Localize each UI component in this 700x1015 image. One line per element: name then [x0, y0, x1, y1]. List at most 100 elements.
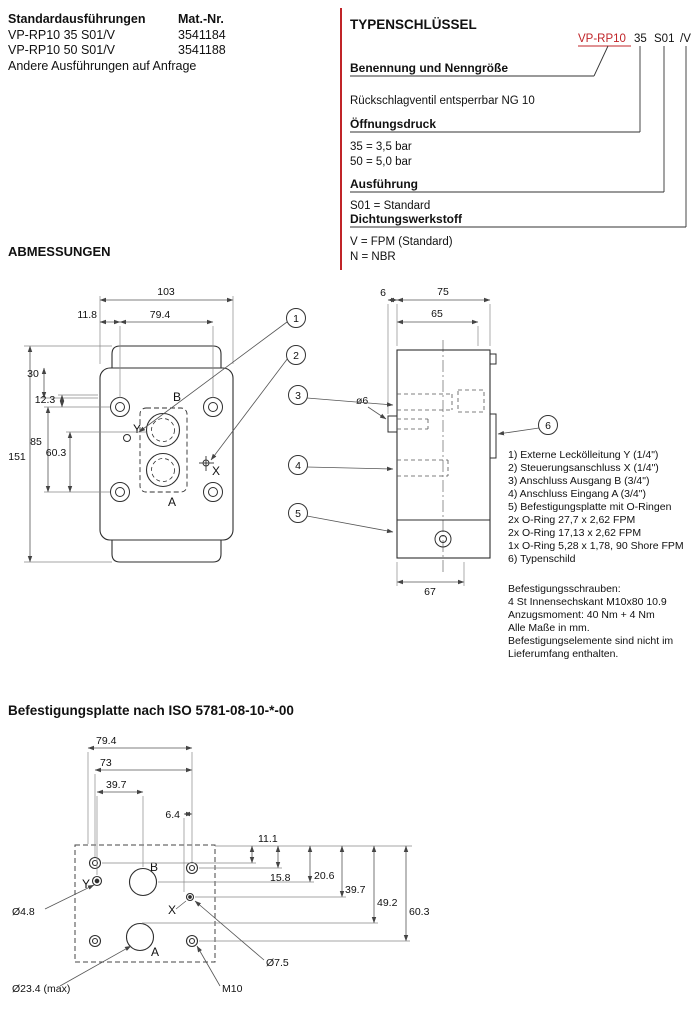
other-versions-note: Andere Ausführungen auf Anfrage: [8, 58, 197, 73]
balloon-2-leader: [210, 357, 289, 461]
oeffnungsdruck-option: 35 = 3,5 bar: [350, 141, 412, 153]
port-b-hole: [128, 867, 158, 897]
benennung-label: Benennung und Nenngröße: [350, 61, 508, 75]
plate-dim-6-4: 6.4: [165, 809, 180, 821]
typekey-block: TYPENSCHLÜSSEL VP-RP10 35 S01 /V Benennu…: [340, 8, 698, 270]
plate-dim-73: 73: [100, 757, 112, 769]
side-view-body: [387, 349, 497, 559]
plate-dim-39-7v: 39.7: [345, 884, 366, 896]
front-port-y-label: Y: [133, 422, 141, 436]
dim-103: 103: [157, 286, 175, 298]
front-ports: [123, 407, 214, 493]
svg-text:6: 6: [545, 420, 551, 432]
dim-60-3: 60.3: [46, 447, 67, 459]
svg-text:1: 1: [293, 313, 299, 325]
plate-dia-4-8: Ø4.8: [12, 906, 35, 918]
dim-85: 85: [30, 436, 42, 448]
dim-65: 65: [431, 308, 443, 320]
plate-holes: [88, 856, 199, 952]
table-row: VP-RP10 35 S01/V 3541184: [8, 28, 338, 44]
legend-item: 1x O-Ring 5,28 x 1,78, 90 Shore FPM: [508, 540, 684, 552]
front-port-a-label: A: [168, 495, 176, 509]
oeffnungsdruck-label: Öffnungsdruck: [350, 116, 436, 131]
note-line: Lieferumfang enthalten.: [508, 648, 619, 660]
svg-text:2: 2: [293, 350, 299, 362]
dim-30: 30: [27, 368, 39, 380]
plate-title: Befestigungsplatte nach ISO 5781-08-10-*…: [8, 703, 294, 718]
plate-dim-15-8: 15.8: [270, 872, 291, 884]
port-y-hole: [91, 875, 103, 887]
balloon-5-leader: [306, 515, 394, 534]
legend-item: 4) Anschluss Eingang A (3/4"): [508, 488, 646, 500]
drain-boss: [387, 415, 398, 433]
plate-dim-20-6: 20.6: [314, 870, 335, 882]
front-view-body: [99, 345, 234, 563]
typekey-code-seal: /V: [680, 33, 691, 45]
side-hidden-lines: [397, 389, 485, 477]
front-port-b-label: B: [173, 390, 181, 404]
typekey-code-version: S01: [654, 33, 674, 45]
standard-versions-block: Standardausführungen Mat.-Nr. VP-RP10 35…: [8, 12, 338, 74]
note-line: Anzugsmoment: 40 Nm + 4 Nm: [508, 609, 655, 621]
balloon-1-leader: [138, 321, 288, 433]
benennung-value: Rückschlagventil entsperrbar NG 10: [350, 95, 535, 107]
front-mounting-holes: [110, 397, 223, 502]
legend-item: 2x O-Ring 27,7 x 2,62 FPM: [508, 514, 636, 526]
abmessungen-title: ABMESSUNGEN: [8, 244, 111, 259]
balloon-6: 6: [538, 415, 558, 435]
svg-text:5: 5: [295, 508, 301, 520]
port-y-hole: [123, 434, 131, 442]
front-dimension-lines: [24, 296, 234, 563]
balloon-4-leader: [306, 466, 394, 472]
plate-port-b-label: B: [150, 860, 158, 874]
standard-title: Standardausführungen: [8, 12, 146, 26]
note-line: Befestigungselemente sind nicht im: [508, 635, 674, 647]
model-matnr: 3541184: [178, 27, 226, 42]
typekey-code-pressure: 35: [634, 33, 647, 45]
balloon-6-leader: [497, 427, 540, 436]
typekey-diagram: TYPENSCHLÜSSEL VP-RP10 35 S01 /V Benennu…: [350, 17, 691, 263]
port-x-hole: [185, 892, 195, 902]
plate-dim-79-4: 79.4: [96, 735, 117, 747]
drawing-legend: 1) Externe Leckölleitung Y (1/4") 2) Ste…: [508, 449, 684, 566]
balloon-4: 4: [288, 455, 308, 475]
model-name: VP-RP10 50 S01/V: [8, 43, 116, 57]
dim-12-3: 12.3: [35, 394, 56, 406]
plate-dim-60-3: 60.3: [409, 906, 430, 918]
balloon-2: 2: [286, 345, 306, 365]
dim-75: 75: [437, 286, 449, 298]
plate-dim-11-1: 11.1: [258, 833, 278, 845]
plate-port-a-label: A: [151, 945, 159, 959]
typekey-code-base: VP-RP10: [578, 33, 626, 45]
dim-79-4: 79.4: [150, 309, 171, 321]
dim-67: 67: [424, 586, 436, 598]
plate-dim-39-7: 39.7: [106, 779, 127, 791]
table-row: VP-RP10 50 S01/V 3541188: [8, 43, 338, 59]
svg-text:3: 3: [295, 390, 301, 402]
dimension-drawing: B A Y X 103 79.4 11.8 1: [8, 286, 558, 598]
balloon-3-leader: [306, 397, 394, 407]
ausfuehrung-label: Ausführung: [350, 177, 418, 191]
note-line: Befestigungsschrauben:: [508, 583, 621, 595]
balloon-1: 1: [286, 308, 306, 328]
plate-m10: M10: [222, 983, 243, 995]
mounting-notes: Befestigungsschrauben: 4 St Innensechska…: [508, 583, 673, 661]
legend-item: 1) Externe Leckölleitung Y (1/4"): [508, 449, 659, 461]
legend-item: 2x O-Ring 17,13 x 2,62 FPM: [508, 527, 642, 539]
dim-o6: ø6: [356, 395, 368, 407]
legend-item: 6) Typenschild: [508, 553, 576, 565]
model-name: VP-RP10 35 S01/V: [8, 27, 116, 42]
standard-header-row: Standardausführungen Mat.-Nr.: [8, 12, 338, 28]
dim-151: 151: [8, 451, 26, 463]
plate-dimension-lines: [44, 745, 412, 987]
dim-11-8: 11.8: [77, 309, 97, 321]
matnr-header: Mat.-Nr.: [178, 12, 224, 26]
mounting-plate-drawing: B Y X A: [12, 735, 430, 995]
port-a-hole: [125, 922, 155, 952]
side-dimension-lines: [367, 297, 491, 586]
dim-6: 6: [380, 287, 386, 299]
model-matnr: 3541188: [178, 43, 226, 57]
legend-item: 5) Befestigungsplatte mit O-Ringen: [508, 501, 672, 513]
ausfuehrung-option: S01 = Standard: [350, 200, 430, 212]
port-x-crosshair: [199, 456, 214, 471]
